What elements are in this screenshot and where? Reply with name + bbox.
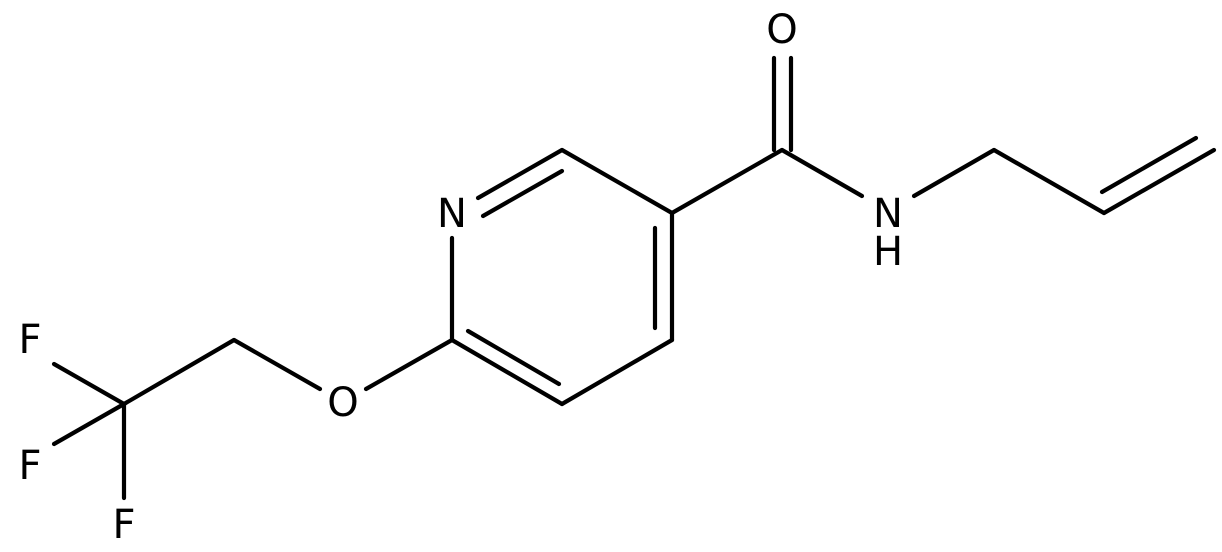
bond-ch-ch2-outer: [1101, 147, 1217, 216]
atom-n-ring: N: [437, 191, 467, 237]
bond-c2-c3: [559, 147, 675, 216]
bond-c4-c5: [559, 337, 675, 407]
bond-c3-carbonyl: [669, 147, 785, 216]
atom-f-bottom: F: [112, 502, 135, 548]
atom-h-amide: H: [873, 229, 903, 275]
bond-ch2-cf3: [121, 337, 237, 407]
bond-n-c2: [475, 147, 565, 201]
bond-c-f-middle: [51, 401, 127, 447]
atom-o-ether: O: [327, 380, 358, 426]
bond-o-ch2: [231, 337, 323, 392]
bond-carbonyl-n: [779, 147, 865, 199]
atom-f-middle: F: [18, 443, 41, 489]
atom-n-amide: N: [873, 191, 903, 237]
atom-f-top: F: [18, 317, 41, 363]
bond-c5-c6-inner: [465, 328, 562, 387]
bond-c5-c6: [449, 337, 565, 407]
bond-ch-ch2-inner: [1099, 135, 1199, 195]
bond-n-ch2: [911, 147, 997, 199]
bond-c-f-top: [51, 361, 127, 407]
bond-n-c2-inner: [480, 168, 565, 219]
atom-o-carbonyl: O: [766, 7, 797, 53]
bond-c6-o: [363, 337, 455, 392]
bond-ch2-ch: [991, 147, 1107, 216]
